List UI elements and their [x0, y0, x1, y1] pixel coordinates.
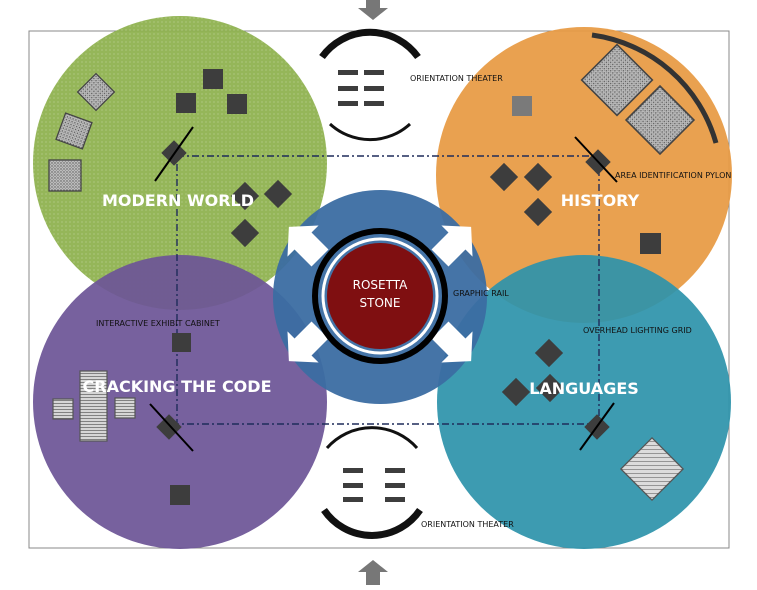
hub-arrow-sw	[287, 321, 329, 363]
rosetta-stone-exhibit[interactable]	[327, 243, 433, 349]
area-identification-pylon	[579, 402, 615, 451]
hub-arrow-se	[431, 321, 473, 363]
exhibit-block	[523, 162, 553, 192]
callout-area-identification-pylon: AREA IDENTIFICATION PYLON	[615, 171, 731, 180]
striped-display-case	[619, 436, 685, 502]
cracking-the-code-exhibits	[52, 333, 194, 505]
zone-label-languages: LANGUAGES	[529, 379, 639, 398]
grey-pedestal	[512, 96, 532, 116]
orientation-theater-bottom	[321, 426, 423, 539]
exhibit-block	[640, 233, 661, 254]
hub-direction-arrows	[287, 225, 473, 363]
callout-graphic-rail: GRAPHIC RAIL	[453, 289, 509, 298]
history-exhibits	[489, 32, 719, 254]
callout-orientation-theater-bottom: ORIENTATION THEATER	[421, 520, 514, 529]
exhibit-block	[176, 93, 196, 113]
area-identification-pylon	[574, 136, 618, 183]
zone-cracking-the-code[interactable]	[33, 255, 327, 549]
textured-display-case	[55, 112, 93, 150]
history-wall-arc	[591, 32, 719, 144]
zone-label-cracking-the-code: CRACKING THE CODE	[83, 377, 272, 396]
exhibit-block	[203, 69, 223, 89]
overhead-lighting-grid	[176, 155, 600, 425]
callout-overhead-lighting-grid: OVERHEAD LIGHTING GRID	[583, 326, 692, 335]
orientation-theater-top	[319, 28, 421, 142]
exhibit-block	[535, 373, 565, 403]
interactive-exhibit-cabinet	[172, 333, 191, 352]
callout-interactive-exhibit-cabinet: INTERACTIVE EXHIBIT CABINET	[96, 319, 220, 328]
entrance-arrow-bottom	[358, 560, 388, 585]
striped-display-case	[52, 398, 74, 420]
exhibit-block	[227, 94, 247, 114]
textured-display-case	[624, 84, 696, 156]
entrance-arrow-top	[358, 0, 388, 20]
area-identification-pylon	[149, 403, 194, 452]
textured-display-case	[76, 72, 116, 112]
exhibit-block	[170, 485, 190, 505]
inner-ring	[321, 237, 439, 355]
rosetta-stone-title-line1: ROSETTA	[353, 278, 409, 292]
textured-display-case	[48, 159, 82, 192]
rosetta-stone-title-line2: STONE	[360, 296, 401, 310]
striped-display-case	[79, 370, 108, 442]
hub-arrow-ne	[431, 225, 473, 267]
textured-display-case	[580, 43, 654, 117]
languages-exhibits	[501, 338, 685, 502]
zone-label-history: HISTORY	[561, 191, 640, 210]
exhibit-block	[523, 197, 553, 227]
striped-display-case	[114, 397, 136, 419]
graphic-rail-ring	[312, 228, 448, 364]
callout-orientation-theater-top: ORIENTATION THEATER	[410, 74, 503, 83]
hub-arrow-nw	[287, 225, 329, 267]
zone-label-modern-world: MODERN WORLD	[102, 191, 254, 210]
exhibit-block	[534, 338, 564, 368]
